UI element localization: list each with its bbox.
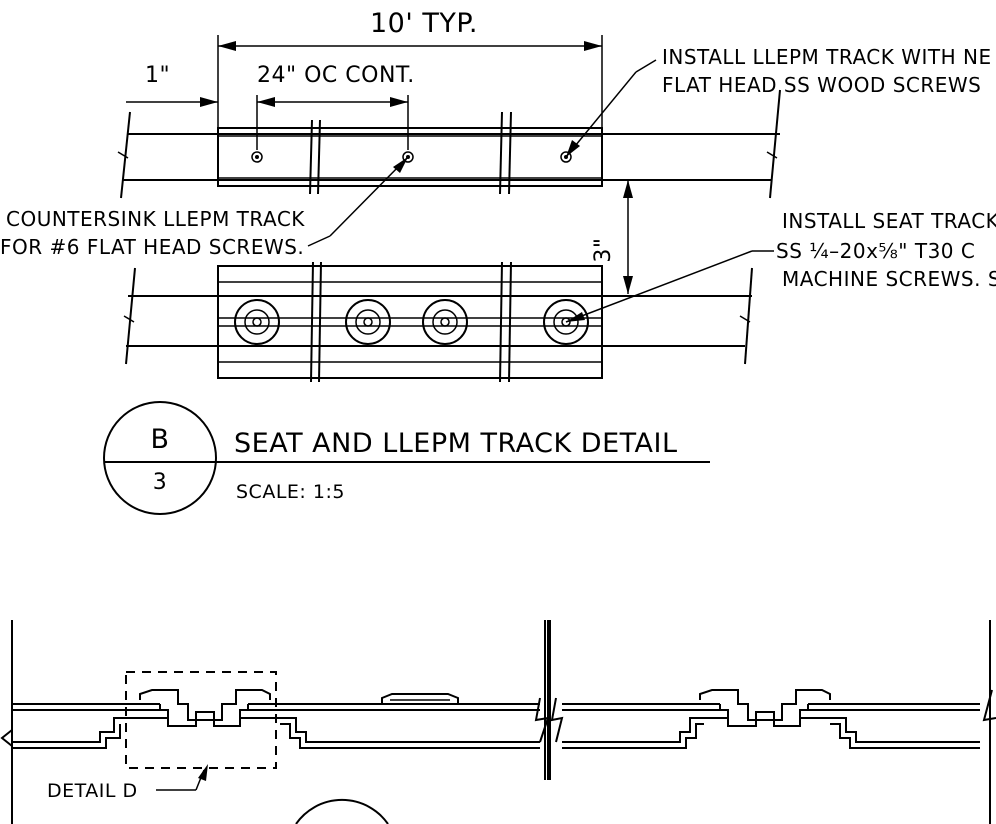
dim-24oc-label: 24" OC CONT. bbox=[257, 63, 415, 88]
detail-d-box bbox=[125, 671, 277, 769]
llepm-track-view bbox=[117, 89, 781, 199]
detail-letter: B bbox=[150, 424, 169, 455]
seat-fastener-1 bbox=[234, 299, 280, 345]
dim-10ft-label: 10' TYP. bbox=[370, 8, 478, 39]
seat-fastener-4 bbox=[543, 299, 589, 345]
screw-hole-1 bbox=[251, 151, 263, 163]
seat-break-1 bbox=[310, 261, 322, 383]
note-llepm-install-line2: FLAT HEAD SS WOOD SCREWS bbox=[662, 73, 981, 97]
note-seat-install-line2: SS ¼–20x⅝" T30 C bbox=[776, 239, 975, 263]
note-seat-install-line3: MACHINE SCREWS. S bbox=[782, 267, 996, 291]
seat-track-view bbox=[123, 261, 753, 383]
note-countersink-line2: FOR #6 FLAT HEAD SCREWS. bbox=[0, 235, 304, 259]
note-seat-install-line1: INSTALL SEAT TRACK bbox=[782, 209, 996, 233]
note-countersink-line1: COUNTERSINK LLEPM TRACK bbox=[6, 207, 305, 231]
section-view-left bbox=[0, 620, 550, 824]
seat-fastener-2 bbox=[345, 299, 391, 345]
dimension-3in bbox=[604, 179, 644, 294]
break-symbol-1 bbox=[309, 119, 321, 195]
seat-break-2 bbox=[499, 261, 512, 383]
dimension-1in bbox=[126, 95, 409, 150]
dim-1in-label: 1" bbox=[145, 63, 170, 88]
dim-3in-label: 3" bbox=[591, 237, 616, 262]
detail-scale: SCALE: 1:5 bbox=[236, 481, 345, 503]
detail-d-label: DETAIL D bbox=[47, 780, 138, 802]
detail-bubble bbox=[103, 401, 710, 515]
detail-title: SEAT AND LLEPM TRACK DETAIL bbox=[234, 428, 678, 459]
partial-detail-bubble bbox=[295, 798, 389, 824]
section-view-right bbox=[549, 620, 996, 824]
note-llepm-install-line1: INSTALL LLEPM TRACK WITH NE bbox=[662, 45, 992, 69]
detail-sheet: 3 bbox=[153, 470, 168, 495]
seat-fastener-3 bbox=[422, 299, 468, 345]
break-symbol-2 bbox=[499, 111, 512, 195]
